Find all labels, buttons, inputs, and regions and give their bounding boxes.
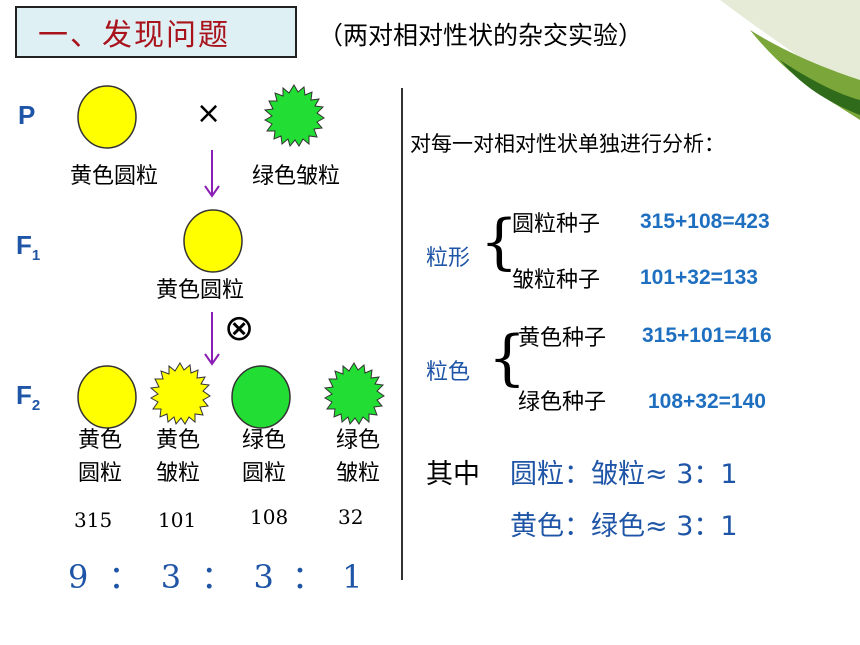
green-wrinkled-pea-icon <box>263 84 325 148</box>
yellow-round-pea-icon <box>77 85 137 149</box>
generation-p-label: P <box>18 100 36 130</box>
shape-row-calc: 315+108=423 <box>640 210 770 233</box>
f2-phenotype-label: 绿色 圆粒 <box>241 428 286 486</box>
f2-phenotype-label: 黄色 皱粒 <box>155 428 200 486</box>
brace: { <box>488 323 527 393</box>
shape-row-name: 圆粒种子 <box>512 212 601 237</box>
shape-row-name: 皱粒种子 <box>512 268 601 293</box>
color-row-calc: 315+101=416 <box>642 324 772 347</box>
arrow-down-icon <box>204 312 220 366</box>
page-subtitle: （两对相对性状的杂交实验） <box>318 21 644 50</box>
parent-right-label: 绿色皱粒 <box>252 164 341 189</box>
shape-label: 粒形 <box>426 246 471 271</box>
generation-f1-label: F1 <box>16 230 41 265</box>
analysis-heading: 对每一对相对性状单独进行分析： <box>410 132 725 156</box>
yellow-round-pea-icon <box>183 209 243 273</box>
shape-row-calc: 101+32=133 <box>640 266 758 289</box>
cross-symbol: × <box>196 96 222 131</box>
green-round-pea-icon <box>231 365 291 429</box>
arrow-down-icon <box>204 150 220 198</box>
color-row-calc: 108+32=140 <box>648 390 766 413</box>
conclusion-color: 黄色：绿色≈ 3：1 <box>510 511 738 542</box>
yellow-round-pea-icon <box>77 365 137 429</box>
yellow-wrinkled-pea-icon <box>149 362 211 426</box>
generation-f2-label: F2 <box>16 380 41 415</box>
f2-count: 108 <box>250 505 289 529</box>
f1-label: 黄色圆粒 <box>156 278 245 303</box>
f2-ratio: 9 ： 3 ： 3 ： 1 <box>68 558 364 596</box>
self-cross-symbol: ⊗ <box>224 308 255 349</box>
color-label: 粒色 <box>426 360 471 385</box>
parent-left-label: 黄色圆粒 <box>70 164 159 189</box>
f2-count: 32 <box>338 505 364 529</box>
title-box <box>15 6 297 58</box>
page-title: 一、发现问题 <box>38 18 230 53</box>
conclusion-prefix: 其中 <box>426 459 480 490</box>
f2-phenotype-label: 绿色 皱粒 <box>335 428 380 486</box>
color-row-name: 黄色种子 <box>518 326 607 351</box>
vertical-divider <box>401 88 403 580</box>
f2-phenotype-label: 黄色 圆粒 <box>77 428 122 486</box>
green-wrinkled-pea-icon <box>323 362 385 426</box>
color-row-name: 绿色种子 <box>518 390 607 415</box>
f2-count: 315 <box>74 508 113 532</box>
brace: { <box>480 207 519 277</box>
conclusion-shape: 圆粒：皱粒≈ 3：1 <box>510 459 738 490</box>
f2-count: 101 <box>158 508 197 532</box>
page-curl-decoration <box>720 0 860 120</box>
